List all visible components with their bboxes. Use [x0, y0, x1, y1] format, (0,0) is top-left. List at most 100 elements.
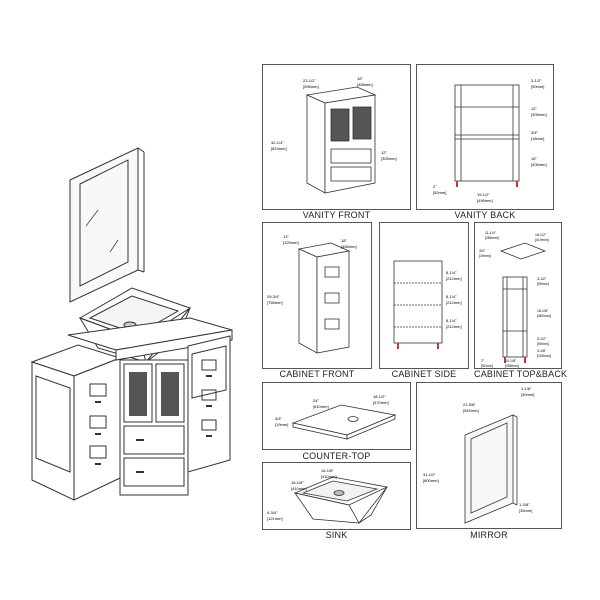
dim-mirror-height: 31-1/2"[800mm]	[423, 472, 439, 483]
svg-text:[458mm]: [458mm]	[341, 244, 357, 249]
svg-text:[305mm]: [305mm]	[531, 112, 547, 117]
svg-text:[212mm]: [212mm]	[446, 276, 462, 281]
svg-text:3/4": 3/4"	[479, 249, 486, 253]
dim-cab-width: 13"[325mm]	[283, 234, 299, 245]
dim-tb-d: 3-1/2"[90mm]	[537, 277, 549, 286]
svg-text:[19mm]: [19mm]	[275, 422, 288, 427]
svg-text:[105mm]: [105mm]	[537, 354, 551, 358]
dim-mirror-a: 1-1/8"[30mm]	[521, 386, 534, 397]
svg-text:1-1/8": 1-1/8"	[521, 386, 532, 391]
dim-back-shelf: 3/4"[18mm]	[531, 130, 544, 141]
caption-mirror: MIRROR	[470, 530, 508, 540]
svg-text:1-3/8": 1-3/8"	[519, 502, 530, 507]
caption-sink: SINK	[325, 530, 348, 540]
dim-tb-f: 3-1/2"[90mm]	[537, 337, 549, 346]
mirror-panel: 1-1/8"[30mm] 21-5/8"[549mm] 31-1/2"[800m…	[416, 382, 562, 529]
counter-top-drawing	[291, 404, 397, 440]
svg-text:13": 13"	[283, 234, 289, 239]
svg-text:16-1/2": 16-1/2"	[535, 233, 547, 237]
caption-cabinet-top-back: CABINET TOP&BACK	[474, 369, 568, 379]
dim-back-top: 3-1/2"[90mm]	[531, 78, 544, 89]
svg-text:[90mm]: [90mm]	[537, 342, 549, 346]
cabinet-side-panel: 8-1/4"[212mm] 8-1/4"[212mm] 8-1/4"[212mm…	[379, 222, 469, 369]
svg-text:3-1/2": 3-1/2"	[537, 277, 547, 281]
vanity-back-panel: 3-1/2"[90mm] 12"[305mm] 3/4"[18mm] 16"[4…	[416, 64, 554, 210]
dim-vanity-drawer: 12"[305mm]	[381, 150, 397, 161]
assembled-vanity-illustration	[30, 147, 233, 501]
svg-text:[52mm]: [52mm]	[481, 364, 493, 368]
svg-text:[496mm]: [496mm]	[477, 198, 493, 203]
counter-top-panel: 24"[610mm] 18-1/2"[470mm] 3/4"[19mm]	[262, 382, 411, 450]
svg-text:[755mm]: [755mm]	[267, 300, 283, 305]
dim-vanity-height: 32-1/4"[819mm]	[271, 140, 287, 151]
svg-text:29-3/4": 29-3/4"	[267, 294, 280, 299]
dim-mirror-width: 21-5/8"[549mm]	[463, 402, 479, 413]
svg-text:32-1/4": 32-1/4"	[271, 140, 284, 145]
dim-tb-h: 2"[52mm]	[481, 359, 493, 368]
svg-text:23-1/2": 23-1/2"	[303, 78, 316, 83]
dim-back-gap: 12"[305mm]	[531, 106, 547, 117]
svg-text:8-1/4": 8-1/4"	[446, 270, 457, 275]
dim-tb-a: 11-1/4"[286mm]	[485, 231, 499, 240]
caption-cabinet-side: CABINET SIDE	[391, 369, 457, 379]
sink-drawing	[293, 476, 389, 524]
dim-cab-depth: 18"[458mm]	[341, 238, 357, 249]
svg-text:[212mm]: [212mm]	[446, 324, 462, 329]
sink-panel: 16-1/8"[410mm] 16-1/8"[410mm] 4-3/4"[121…	[262, 462, 411, 530]
dim-tb-b: 16-1/2"[419mm]	[535, 233, 549, 242]
svg-text:[90mm]: [90mm]	[537, 282, 549, 286]
svg-text:3/4": 3/4"	[275, 416, 283, 421]
svg-text:18-1/8": 18-1/8"	[537, 309, 549, 313]
dim-tb-i: 10-1/8"[258mm]	[505, 359, 519, 368]
svg-text:8-1/4": 8-1/4"	[446, 318, 457, 323]
cabinet-front-drawing	[297, 242, 351, 354]
svg-text:[18mm]: [18mm]	[531, 136, 544, 141]
caption-counter-top: COUNTER-TOP	[302, 451, 371, 461]
svg-text:18-1/2": 18-1/2"	[373, 394, 386, 399]
dim-side-3: 8-1/4"[212mm]	[446, 318, 462, 329]
vanity-front-panel: 23-1/2"[596mm] 18"[458mm] 32-1/4"[819mm]…	[262, 64, 411, 210]
svg-text:16": 16"	[531, 156, 537, 161]
caption-cabinet-front: CABINET FRONT	[279, 369, 355, 379]
svg-text:[35mm]: [35mm]	[519, 508, 532, 513]
svg-text:2": 2"	[481, 359, 485, 363]
cabinet-front-panel: 13"[325mm] 18"[458mm] 29-3/4"[755mm]	[262, 222, 372, 369]
caption-vanity-back: VANITY BACK	[454, 210, 516, 220]
dim-tb-c: 3/4"[19mm]	[479, 249, 491, 258]
svg-text:[52mm]: [52mm]	[433, 190, 446, 195]
svg-text:[419mm]: [419mm]	[535, 238, 549, 242]
svg-text:[410mm]: [410mm]	[291, 486, 307, 491]
svg-text:4-1/8": 4-1/8"	[537, 349, 547, 353]
svg-text:3-1/2": 3-1/2"	[531, 78, 542, 83]
dim-ct-width: 24"[610mm]	[313, 398, 329, 409]
dim-vanity-depth: 18"[458mm]	[357, 76, 373, 87]
svg-text:[19mm]: [19mm]	[479, 254, 491, 258]
svg-text:2": 2"	[433, 184, 437, 189]
svg-text:3-1/2": 3-1/2"	[537, 337, 547, 341]
svg-text:11-1/4": 11-1/4"	[485, 231, 497, 235]
svg-text:[410mm]: [410mm]	[321, 474, 337, 479]
dim-sink-height: 4-3/4"[121mm]	[267, 510, 283, 521]
svg-text:[460mm]: [460mm]	[537, 314, 551, 318]
dim-cab-height: 29-3/4"[755mm]	[267, 294, 283, 305]
svg-text:[458mm]: [458mm]	[357, 82, 373, 87]
dim-ct-thick: 3/4"[19mm]	[275, 416, 288, 427]
svg-text:[286mm]: [286mm]	[485, 236, 499, 240]
dim-sink-width: 16-1/8"[410mm]	[291, 480, 307, 491]
dim-side-2: 8-1/4"[212mm]	[446, 294, 462, 305]
svg-text:[305mm]: [305mm]	[381, 156, 397, 161]
svg-text:3/4": 3/4"	[531, 130, 539, 135]
dim-mirror-b: 1-3/8"[35mm]	[519, 502, 532, 513]
svg-text:8-1/4": 8-1/4"	[446, 294, 457, 299]
mirror-drawing	[464, 414, 518, 524]
dim-tb-g: 4-1/8"[105mm]	[537, 349, 551, 358]
dim-back-foot: 2"[52mm]	[433, 184, 446, 195]
svg-text:[30mm]: [30mm]	[521, 392, 534, 397]
vanity-back-drawing	[454, 84, 520, 187]
svg-text:[596mm]: [596mm]	[303, 84, 319, 89]
svg-text:[121mm]: [121mm]	[267, 516, 283, 521]
svg-text:16-1/8": 16-1/8"	[321, 468, 334, 473]
svg-text:[406mm]: [406mm]	[531, 162, 547, 167]
svg-text:18": 18"	[341, 238, 347, 243]
